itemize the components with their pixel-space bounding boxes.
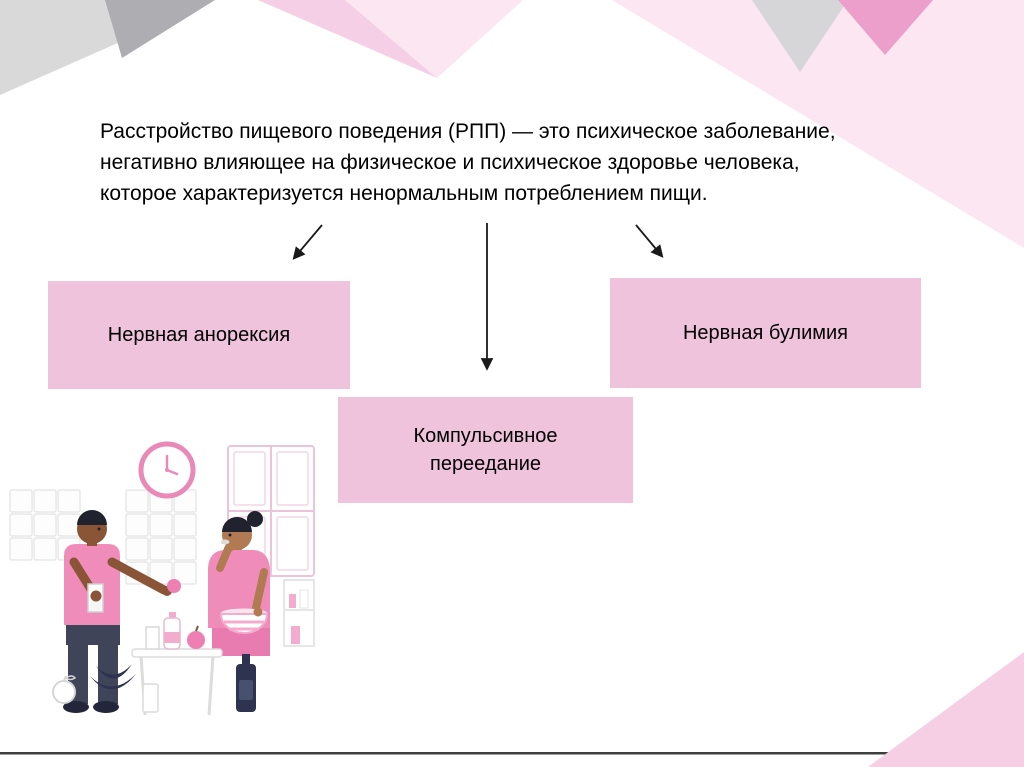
deco-pink-corner-bottom-right <box>868 652 1024 767</box>
kitchen-cabinet <box>227 445 315 577</box>
deco-gray-dark-triangle <box>105 0 215 58</box>
foreground-items <box>52 654 256 713</box>
box-nervous-anorexia: Нервная анорексия <box>48 281 350 389</box>
bottom-rule <box>0 752 1024 755</box>
deco-pink-triangle-right <box>345 0 523 78</box>
deco-pink-triangle-left <box>258 0 437 78</box>
kitchen-illustration <box>9 441 315 716</box>
box-binge-eating: Компульсивное переедание <box>338 397 633 503</box>
box-nervous-anorexia-label: Нервная анорексия <box>107 324 291 346</box>
deco-pink-dark-triangle <box>838 0 933 55</box>
deco-pink-corner-top-right <box>612 0 1024 248</box>
man-figure <box>63 510 181 713</box>
definition-line-2: негативно влияющее на физическое и психи… <box>100 151 800 174</box>
box-nervous-bulimia: Нервная булимия <box>610 278 921 388</box>
definition-line-1: Расстройство пищевого поведения (РПП) — … <box>100 120 836 143</box>
wall-clock-icon <box>138 441 196 499</box>
wall-tiles <box>9 489 197 585</box>
definition-line-3: которое характеризуется ненормальным пот… <box>100 182 708 205</box>
box-binge-eating-label: Компульсивное переедание <box>413 425 558 475</box>
deco-gray-facet <box>752 0 848 72</box>
definition-paragraph: Расстройство пищевого поведения (РПП) — … <box>100 116 836 209</box>
box-nervous-bulimia-label: Нервная булимия <box>682 322 849 344</box>
table <box>131 612 223 716</box>
woman-figure <box>208 511 270 656</box>
shelf-unit <box>283 579 315 647</box>
